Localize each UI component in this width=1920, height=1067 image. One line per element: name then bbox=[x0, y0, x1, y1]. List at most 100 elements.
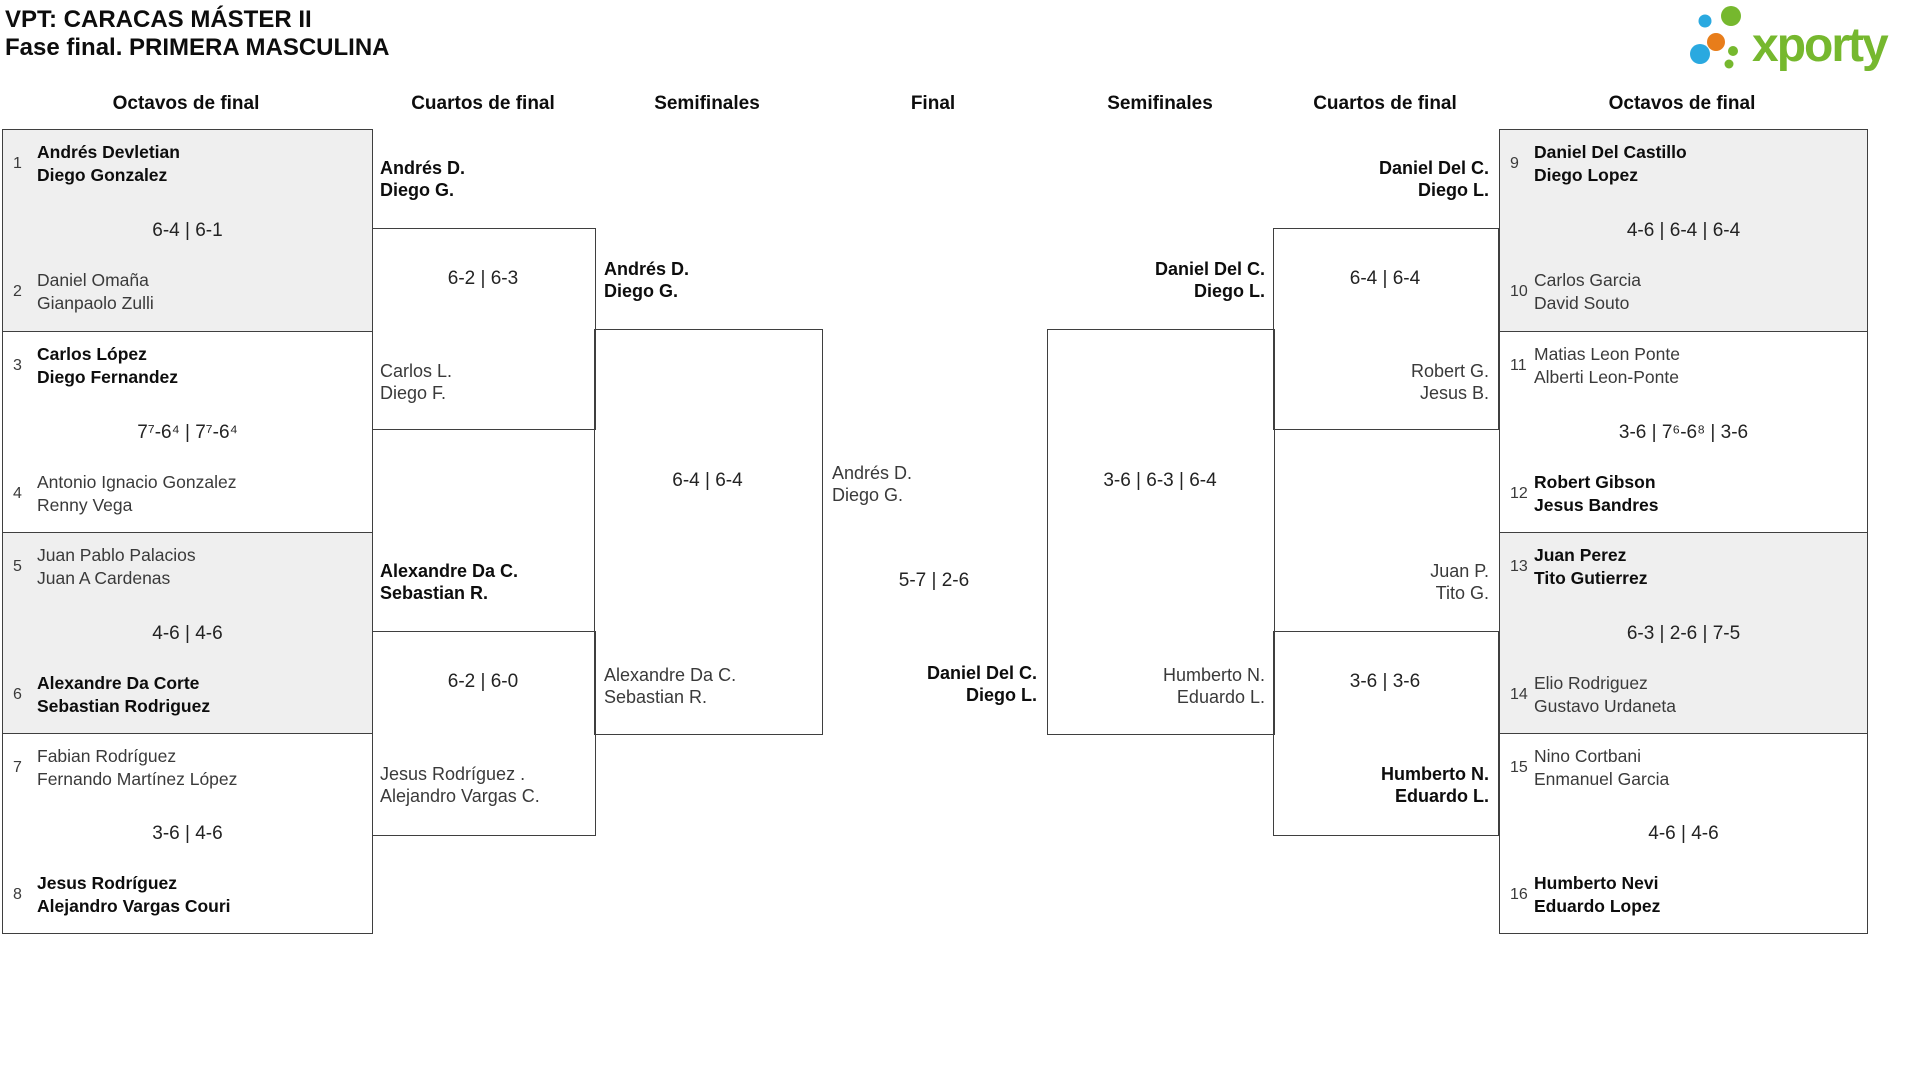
advancing-team-label[interactable]: Alexandre Da C. Sebastian R. bbox=[604, 664, 736, 708]
team-name-line: Humberto N. bbox=[1381, 764, 1489, 784]
team-entry[interactable]: 8 Jesus Rodríguez Alejandro Vargas Couri bbox=[9, 872, 366, 918]
round-header-final: Final bbox=[910, 93, 956, 114]
team-name-line: Gustavo Urdaneta bbox=[1534, 696, 1677, 716]
team-name-line: Robert Gibson bbox=[1534, 472, 1656, 492]
advancing-team-label[interactable]: Andrés D. Diego G. bbox=[380, 157, 465, 201]
team-name-line: Eduardo L. bbox=[1395, 786, 1489, 806]
advancing-team-label[interactable]: Jesus Rodríguez . Alejandro Vargas C. bbox=[380, 763, 540, 807]
team-name-line: Juan Perez bbox=[1534, 545, 1627, 565]
team-name-line: Juan Pablo Palacios bbox=[37, 545, 196, 565]
seed-number: 14 bbox=[1510, 686, 1528, 703]
team-name-line: Sebastian R. bbox=[604, 687, 708, 707]
team-name-line: Carlos L. bbox=[380, 361, 453, 381]
team-name-line: Diego G. bbox=[832, 485, 904, 505]
team-name-line: Diego Lopez bbox=[1534, 165, 1639, 185]
team-name-line: Sebastian Rodriguez bbox=[37, 696, 211, 716]
team-names: Fabian Rodríguez Fernando Martínez López bbox=[37, 745, 237, 791]
team-name-line: Carlos Garcia bbox=[1534, 270, 1641, 290]
team-entry[interactable]: 11 Matias Leon Ponte Alberti Leon-Ponte bbox=[1506, 343, 1861, 389]
team-name-line: Nino Cortbani bbox=[1534, 746, 1641, 766]
team-entry[interactable]: 4 Antonio Ignacio Gonzalez Renny Vega bbox=[9, 471, 366, 517]
semi-left-box bbox=[594, 329, 823, 735]
team-entry[interactable]: 7 Fabian Rodríguez Fernando Martínez Lóp… bbox=[9, 745, 366, 791]
match-card-7-8: 7 Fabian Rodríguez Fernando Martínez Lóp… bbox=[3, 733, 372, 934]
seed-number: 10 bbox=[1510, 283, 1528, 300]
team-entry[interactable]: 9 Daniel Del Castillo Diego Lopez bbox=[1506, 141, 1861, 187]
team-entry[interactable]: 6 Alexandre Da Corte Sebastian Rodriguez bbox=[9, 672, 366, 718]
seed-number: 15 bbox=[1510, 759, 1528, 776]
final-team-label[interactable]: Andrés D. Diego G. bbox=[832, 462, 912, 506]
team-names: Matias Leon Ponte Alberti Leon-Ponte bbox=[1534, 343, 1680, 389]
team-name-line: Alexandre Da C. bbox=[380, 561, 519, 581]
seed-number: 11 bbox=[1510, 357, 1527, 374]
team-name-line: Fernando Martínez López bbox=[37, 769, 238, 789]
match-card-13-14: 13 Juan Perez Tito Gutierrez 6-3 | 2-6 |… bbox=[1500, 532, 1867, 734]
team-name-line: Juan P. bbox=[1430, 561, 1489, 581]
team-entry[interactable]: 3 Carlos López Diego Fernandez bbox=[9, 343, 366, 389]
team-name-line: Alexandre Da Corte bbox=[37, 673, 200, 693]
team-name-line: Jesus Rodríguez bbox=[37, 873, 178, 893]
team-name-line: Diego G. bbox=[604, 281, 679, 301]
team-entry[interactable]: 14 Elio Rodriguez Gustavo Urdaneta bbox=[1506, 672, 1861, 718]
match-score: 3-6 | 4-6 bbox=[152, 823, 223, 844]
team-names: Nino Cortbani Enmanuel Garcia bbox=[1534, 745, 1669, 791]
advancing-team-label[interactable]: Alexandre Da C. Sebastian R. bbox=[380, 560, 518, 604]
team-entry[interactable]: 16 Humberto Nevi Eduardo Lopez bbox=[1506, 872, 1861, 918]
team-name-line: Andrés D. bbox=[380, 158, 466, 178]
team-name-line: Andrés D. bbox=[832, 463, 913, 483]
team-entry[interactable]: 10 Carlos Garcia David Souto bbox=[1506, 269, 1861, 315]
team-names: Juan Pablo Palacios Juan A Cardenas bbox=[37, 544, 196, 590]
advancing-team-label[interactable]: Daniel Del C. Diego L. bbox=[1055, 258, 1265, 302]
seed-number: 4 bbox=[13, 485, 22, 502]
team-name-line: Daniel Del C. bbox=[1378, 158, 1489, 178]
team-name-line: Matias Leon Ponte bbox=[1534, 344, 1680, 364]
team-names: Humberto Nevi Eduardo Lopez bbox=[1534, 872, 1660, 918]
advancing-team-label[interactable]: Robert G. Jesus B. bbox=[1281, 360, 1489, 404]
cuartos-right-1-box bbox=[1273, 228, 1499, 430]
team-entry[interactable]: 1 Andrés Devletian Diego Gonzalez bbox=[9, 141, 366, 187]
team-names: Jesus Rodríguez Alejandro Vargas Couri bbox=[37, 872, 231, 918]
xporty-logo[interactable]: xporty bbox=[1686, 2, 1916, 74]
match-score: 6-3 | 2-6 | 7-5 bbox=[1626, 622, 1741, 644]
advancing-team-label[interactable]: Humberto N. Eduardo L. bbox=[1281, 763, 1489, 807]
advancing-team-label[interactable]: Daniel Del C. Diego L. bbox=[1281, 157, 1489, 201]
match-score: 6-2 | 6-3 bbox=[447, 268, 519, 289]
team-name-line: Daniel Del C. bbox=[926, 663, 1037, 683]
advancing-team-label[interactable]: Humberto N. Eduardo L. bbox=[1055, 664, 1265, 708]
team-entry[interactable]: 13 Juan Perez Tito Gutierrez bbox=[1506, 544, 1861, 590]
match-score: 6-2 | 6-0 bbox=[447, 671, 519, 692]
seed-number: 1 bbox=[13, 155, 22, 172]
round-header-cuartos-right: Cuartos de final bbox=[1313, 93, 1457, 114]
team-names: Elio Rodriguez Gustavo Urdaneta bbox=[1534, 672, 1676, 718]
match-score: 6-4 | 6-4 bbox=[1349, 268, 1421, 289]
match-score: 5-7 | 2-6 bbox=[898, 570, 970, 591]
team-name-line: Alejandro Vargas Couri bbox=[37, 896, 231, 916]
team-name-line: Diego Gonzalez bbox=[37, 165, 168, 185]
team-name-line: Alejandro Vargas C. bbox=[380, 786, 540, 806]
cuartos-right-2-box bbox=[1273, 631, 1499, 836]
match-card-3-4: 3 Carlos López Diego Fernandez 7⁷-6⁴ | 7… bbox=[3, 331, 372, 533]
team-name-line: Juan A Cardenas bbox=[37, 568, 171, 588]
team-name-line: Antonio Ignacio Gonzalez bbox=[37, 472, 237, 492]
advancing-team-label[interactable]: Carlos L. Diego F. bbox=[380, 360, 452, 404]
advancing-team-label[interactable]: Juan P. Tito G. bbox=[1281, 560, 1489, 604]
team-name-line: David Souto bbox=[1534, 293, 1630, 313]
team-name-line: Diego F. bbox=[380, 383, 447, 403]
team-entry[interactable]: 5 Juan Pablo Palacios Juan A Cardenas bbox=[9, 544, 366, 590]
team-name-line: Robert G. bbox=[1410, 361, 1489, 381]
advancing-team-label[interactable]: Andrés D. Diego G. bbox=[604, 258, 689, 302]
team-entry[interactable]: 15 Nino Cortbani Enmanuel Garcia bbox=[1506, 745, 1861, 791]
match-card-9-10: 9 Daniel Del Castillo Diego Lopez 4-6 | … bbox=[1500, 130, 1867, 331]
seed-number: 9 bbox=[1510, 155, 1519, 172]
match-card-15-16: 15 Nino Cortbani Enmanuel Garcia 4-6 | 4… bbox=[1500, 733, 1867, 934]
page-title-line2: Fase final. PRIMERA MASCULINA bbox=[5, 34, 390, 61]
round-header-cuartos-left: Cuartos de final bbox=[411, 93, 555, 114]
team-name-line: Gianpaolo Zulli bbox=[37, 293, 154, 313]
team-names: Daniel Omaña Gianpaolo Zulli bbox=[37, 269, 154, 315]
team-name-line: Jesus Bandres bbox=[1534, 495, 1659, 515]
team-name-line: Jesus Rodríguez . bbox=[380, 764, 526, 784]
team-name-line: Andrés Devletian bbox=[37, 142, 180, 162]
final-team-label[interactable]: Daniel Del C. Diego L. bbox=[821, 662, 1037, 706]
team-entry[interactable]: 2 Daniel Omaña Gianpaolo Zulli bbox=[9, 269, 366, 315]
team-entry[interactable]: 12 Robert Gibson Jesus Bandres bbox=[1506, 471, 1861, 517]
